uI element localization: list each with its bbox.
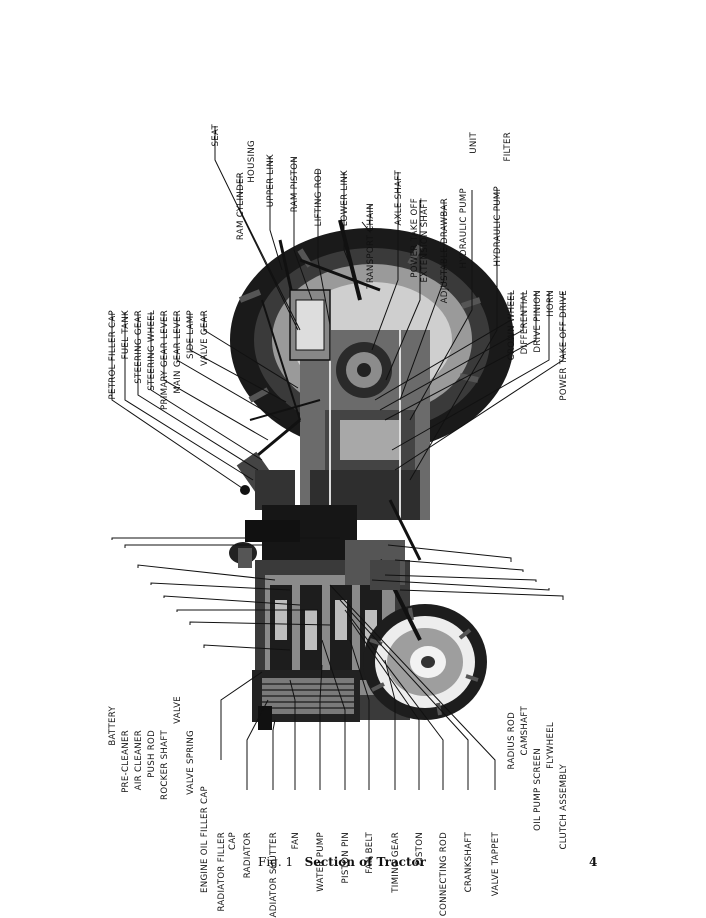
page-number: 4 <box>589 855 598 869</box>
label-steering-gear: STEERING GEAR <box>134 310 144 384</box>
leader-lines <box>111 126 564 790</box>
label-battery: BATTERY <box>108 706 118 746</box>
label-valve: VALVE <box>173 696 183 724</box>
label-connecting-rod: CONNECTING ROD <box>439 832 449 916</box>
label-adjustable-drawbar: ADJUSTABLE DRAWBAR <box>440 198 450 303</box>
label-air-cleaner: AIR CLEANER <box>134 730 144 790</box>
label-side-lamp: SIDE LAMP <box>186 310 196 359</box>
label-power-take-off-drive: POWER TAKE OFF DRIVE <box>559 290 569 401</box>
label-radiator-shutter: RADIATOR SHUTTER <box>269 832 279 918</box>
label-drive-pinion: DRIVE PINION <box>533 290 543 353</box>
label-rocker-shaft: ROCKER SHAFT <box>160 730 170 800</box>
radiator <box>252 670 360 730</box>
label-lifting-rod: LIFTING ROD <box>314 168 324 226</box>
label-seat: SEAT <box>211 124 221 147</box>
label-radius-rod: RADIUS ROD <box>507 712 517 770</box>
label-flywheel: FLYWHEEL <box>546 722 556 769</box>
label-ram-piston: RAM PISTON <box>290 156 300 212</box>
labels-bottom: RADIATOR FILLER CAP RADIATOR RADIATOR SH… <box>217 832 501 918</box>
label-camshaft: CAMSHAFT <box>520 706 530 756</box>
label-horn: HORN <box>546 290 556 317</box>
label-steering-wheel: STEERING WHEEL <box>147 310 157 391</box>
steering-controls <box>236 418 301 510</box>
figure-title: Section of Tractor <box>304 855 426 869</box>
label-push-rod: PUSH ROD <box>147 730 157 778</box>
label-clutch-assembly: CLUTCH ASSEMBLY <box>559 764 569 850</box>
label-crown-wheel: CROWN WHEEL <box>507 290 517 360</box>
front-wheel <box>363 604 487 720</box>
label-piston: PISTON <box>415 832 425 865</box>
label-fan-belt: FAN BELT <box>365 832 375 874</box>
label-hydraulic-pump-filter-1: HYDRAULIC PUMP <box>493 186 503 266</box>
figure-caption: Fig. 1 Section of Tractor <box>258 855 426 869</box>
label-crankshaft: CRANKSHAFT <box>464 832 474 893</box>
transmission-housing <box>300 330 430 520</box>
figure-number: Fig. 1 <box>258 855 294 869</box>
label-valve-tappet: VALVE TAPPET <box>491 832 501 897</box>
label-main-gear-lever: MAIN GEAR LEVER <box>173 310 183 394</box>
label-radiator-filler-cap-1: RADIATOR FILLER <box>217 832 227 912</box>
labels-top-right: SEAT RAM CYLINDER HOUSING UPPER LINK RAM… <box>211 124 513 304</box>
label-petrol-filler-cap: PETROL FILLER CAP <box>108 310 118 399</box>
label-water-pump: WATER PUMP <box>316 832 326 892</box>
label-engine-oil-filler-cap: ENGINE OIL FILLER CAP <box>200 786 210 893</box>
label-timing-gear: TIMING GEAR <box>391 832 401 894</box>
label-differential: DIFFERENTIAL <box>520 290 530 354</box>
labels-left-mid: BATTERY PRE-CLEANER AIR CLEANER PUSH ROD… <box>108 696 210 893</box>
label-pre-cleaner: PRE-CLEANER <box>121 730 131 793</box>
label-transport-chain: TRANSPORT CHAIN <box>366 203 376 290</box>
label-power-take-off-extension-2: EXTENSION SHAFT <box>420 198 430 283</box>
labels-right-mid: RADIUS ROD CAMSHAFT OIL PUMP SCREEN FLYW… <box>507 706 569 850</box>
label-oil-pump-screen: OIL PUMP SCREEN <box>533 748 543 831</box>
label-radiator-filler-cap-2: CAP <box>228 832 238 850</box>
tractor-illustration <box>229 219 514 730</box>
label-axle-shaft: AXLE SHAFT <box>394 170 404 226</box>
front-axle <box>370 499 422 641</box>
label-hydraulic-pump-unit-2: UNIT <box>469 132 479 154</box>
hydraulic-linkage <box>249 219 381 421</box>
label-primary-gear-lever: PRIMARY GEAR LEVER <box>160 310 170 410</box>
label-ram-cylinder-housing-1: RAM CYLINDER <box>236 172 246 240</box>
label-fuel-tank: FUEL TANK <box>121 310 131 359</box>
label-ram-cylinder-housing-2: HOUSING <box>247 140 257 183</box>
label-valve-spring: VALVE SPRING <box>186 730 196 795</box>
labels-right-lower: CROWN WHEEL DIFFERENTIAL DRIVE PINION HO… <box>507 290 569 401</box>
label-upper-link: UPPER LINK <box>266 154 276 207</box>
label-lower-link: LOWER LINK <box>340 170 350 226</box>
labels-top-left: PETROL FILLER CAP FUEL TANK STEERING GEA… <box>108 310 210 410</box>
label-fan: FAN <box>291 832 301 849</box>
label-valve-gear: VALVE GEAR <box>200 310 210 366</box>
label-radiator: RADIATOR <box>243 832 253 878</box>
label-hydraulic-pump-filter-2: FILTER <box>503 132 513 162</box>
label-power-take-off-extension-1: POWER TAKE OFF <box>410 198 420 278</box>
label-hydraulic-pump-unit-1: HYDRAULIC PUMP <box>459 188 469 268</box>
label-piston-pin: PISTON PIN <box>341 832 351 884</box>
